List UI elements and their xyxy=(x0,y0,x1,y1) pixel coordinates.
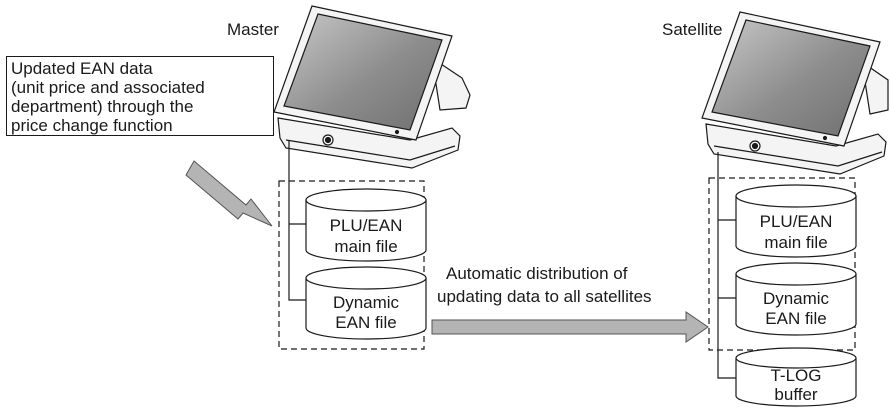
distribution-caption-line-2: updating data to all satellites xyxy=(437,287,652,306)
distribution-caption-line-1: Automatic distribution of xyxy=(446,264,628,283)
satellite-t-log-subtitle: buffer xyxy=(774,385,818,404)
satellite-label: Satellite xyxy=(662,20,723,39)
master-label: Master xyxy=(227,20,279,39)
satellite-connection-lines xyxy=(717,152,736,379)
master-storage-frame xyxy=(278,180,425,350)
satellite-t-log-title: T-LOG xyxy=(770,366,822,385)
note-line: department) through the xyxy=(11,97,194,116)
satellite-cylinder-dynamic-ean xyxy=(735,262,857,336)
satellite-dynamic-ean-subtitle: EAN file xyxy=(765,309,827,328)
satellite-plu-ean-subtitle: main file xyxy=(764,233,828,252)
satellite-plu-ean-title: PLU/EAN xyxy=(759,212,833,231)
update-note-box: Updated EAN data (unit price and associa… xyxy=(6,56,274,136)
master-plu-ean-subtitle: main file xyxy=(334,237,398,256)
master-plu-ean-title: PLU/EAN xyxy=(329,216,403,235)
master-cylinder-plu-ean xyxy=(305,188,427,262)
master-connection-lines xyxy=(288,140,306,301)
update-input-arrow xyxy=(185,160,273,227)
master-dynamic-ean-title: Dynamic xyxy=(332,293,400,312)
master-dynamic-ean-subtitle: EAN file xyxy=(335,313,397,332)
note-line: (unit price and associated xyxy=(11,78,205,97)
note-line: price change function xyxy=(11,116,173,135)
master-cylinder-dynamic-ean xyxy=(305,266,427,340)
distribution-arrow xyxy=(431,311,709,343)
satellite-dynamic-ean-title: Dynamic xyxy=(762,289,830,308)
satellite-cylinder-t-log xyxy=(735,347,857,407)
satellite-cylinder-plu-ean xyxy=(735,184,857,258)
note-line: Updated EAN data xyxy=(11,59,153,78)
satellite-terminal-icon xyxy=(701,11,889,175)
master-terminal-icon xyxy=(273,5,471,169)
